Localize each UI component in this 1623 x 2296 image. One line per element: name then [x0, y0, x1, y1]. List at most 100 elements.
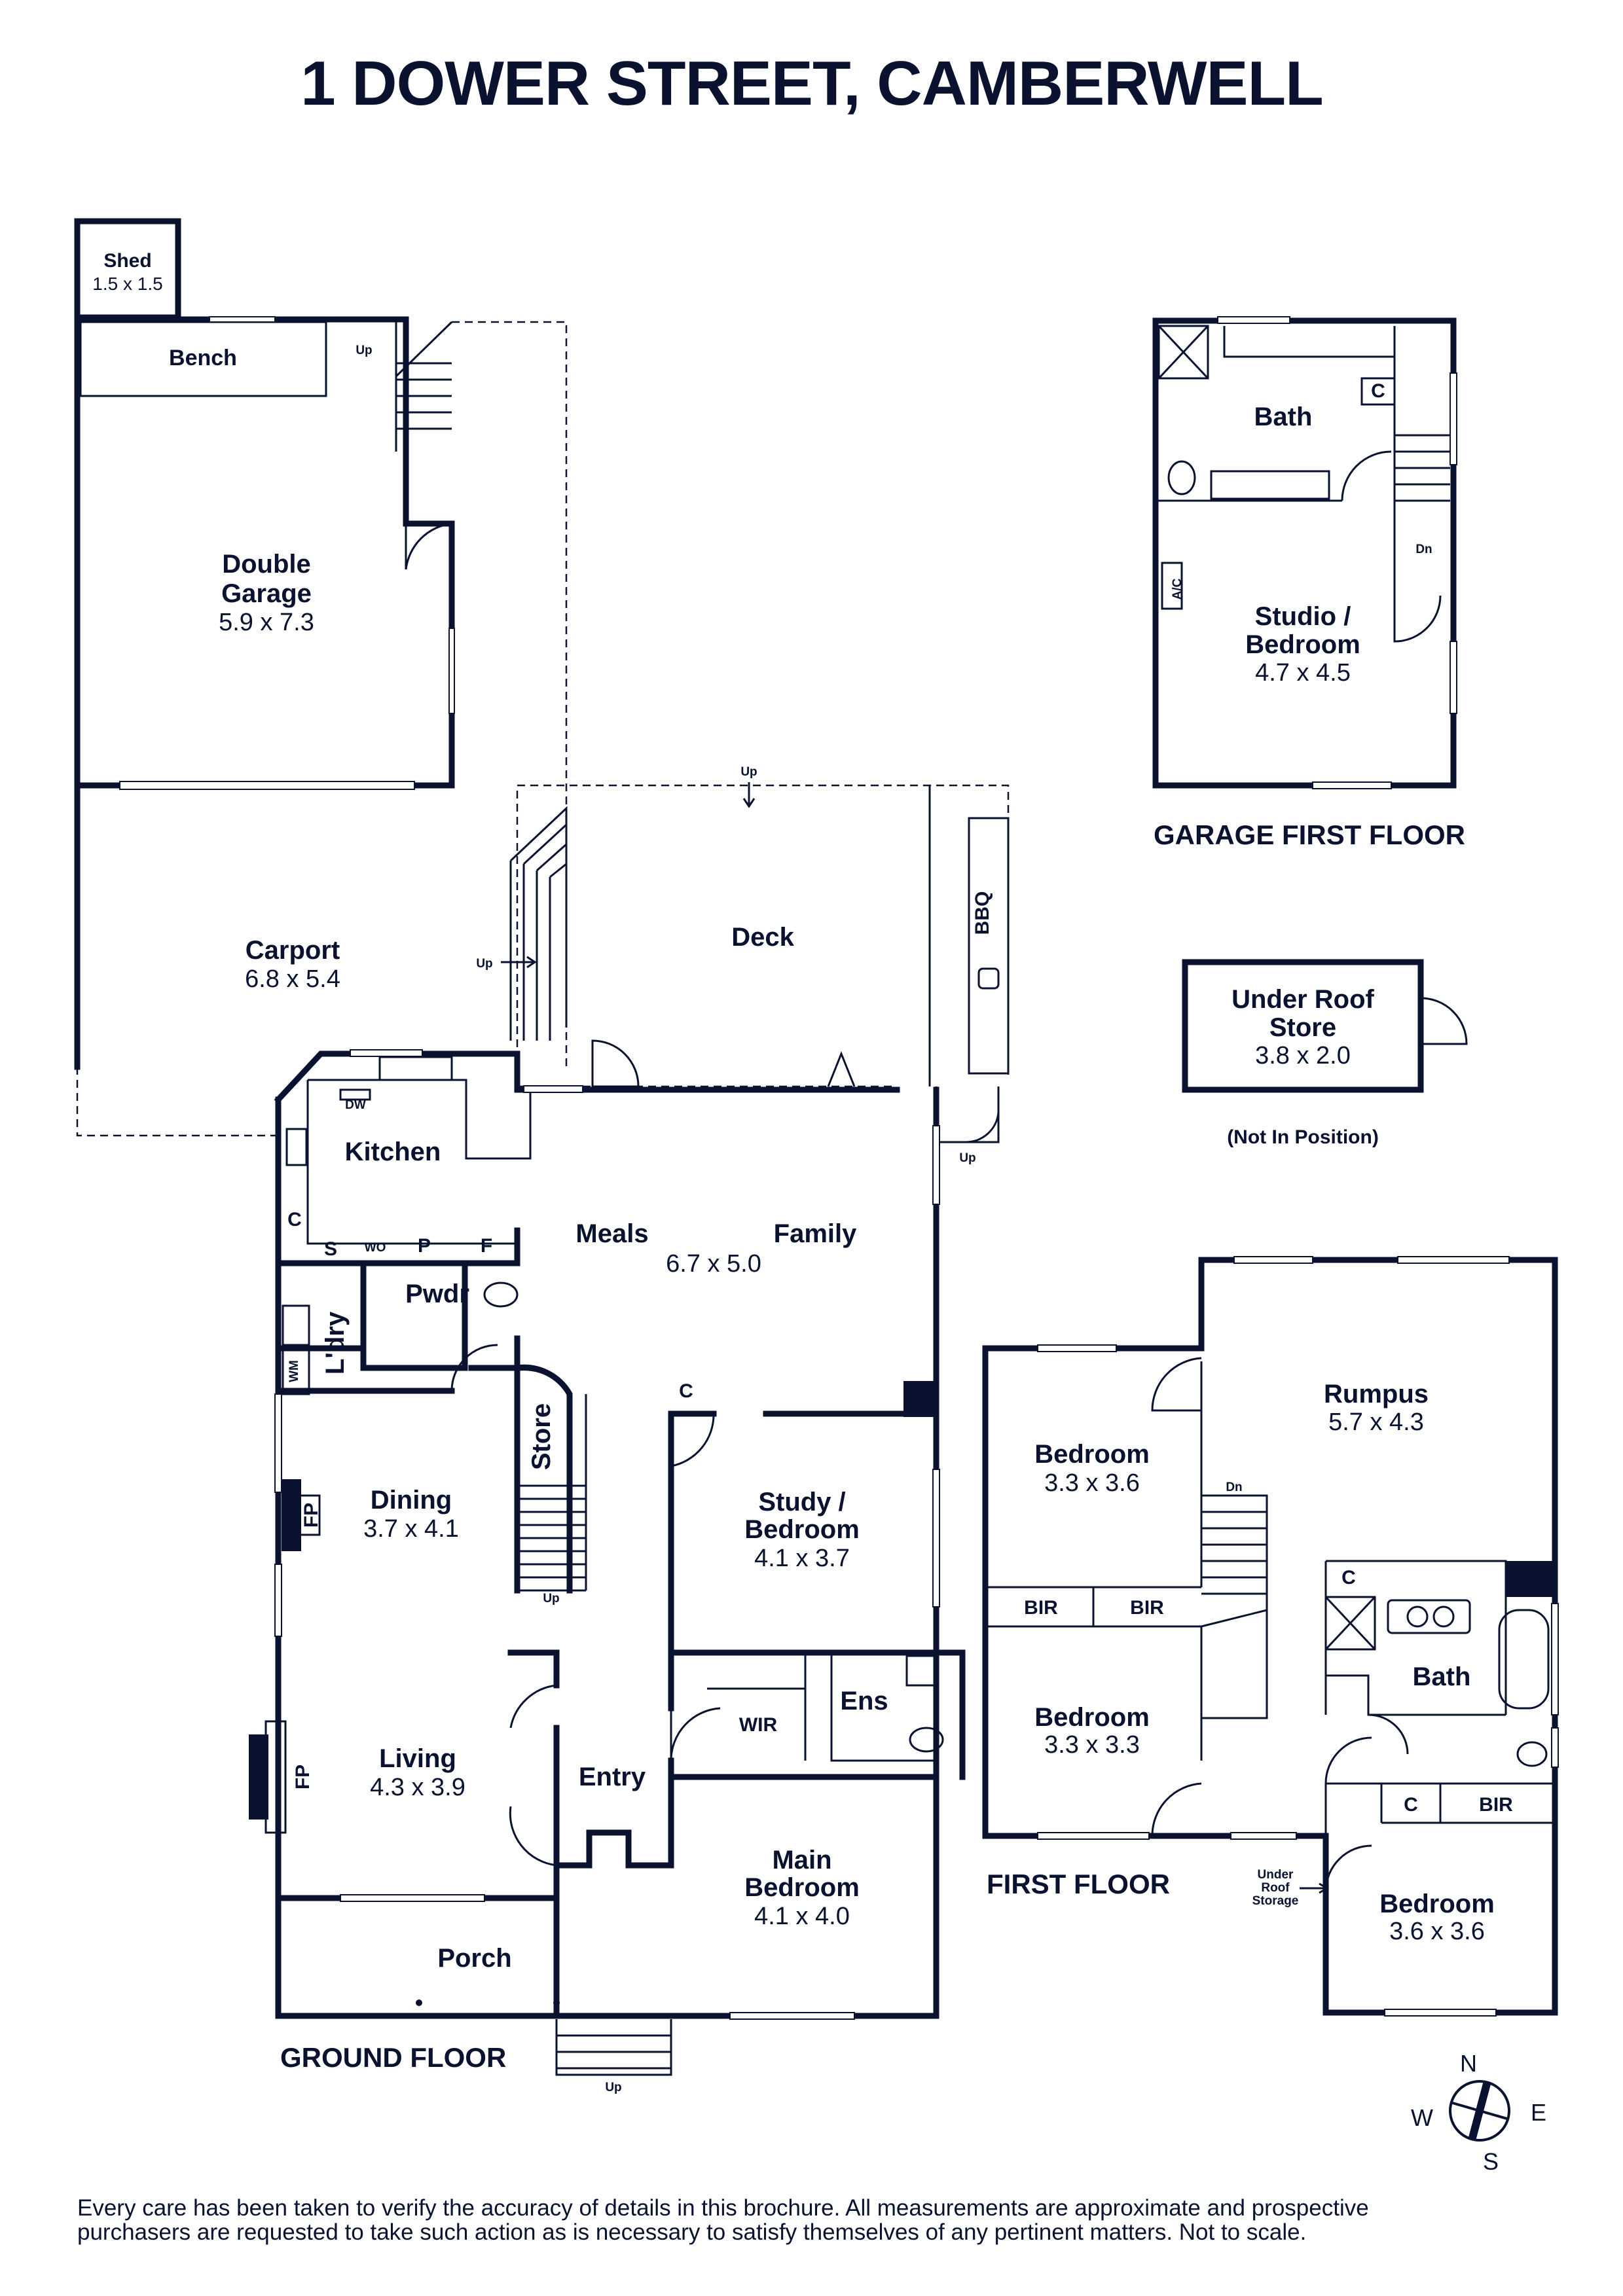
svg-text:Bedroom: Bedroom	[744, 1873, 860, 1902]
svg-text:Bedroom: Bedroom	[744, 1515, 860, 1544]
ac-label: A/C	[1171, 578, 1184, 600]
svg-text:Study /: Study /	[758, 1488, 845, 1516]
up-label: Up	[959, 1151, 976, 1165]
svg-text:Double: Double	[222, 550, 311, 579]
svg-text:Roof: Roof	[1261, 1881, 1290, 1895]
svg-text:4.1 x 4.0: 4.1 x 4.0	[754, 1903, 850, 1930]
wm-label: WM	[287, 1360, 301, 1382]
svg-text:3.3 x 3.6: 3.3 x 3.6	[1044, 1469, 1140, 1497]
not-in-position-note: (Not In Position)	[1227, 1126, 1379, 1148]
c-label: C	[1341, 1567, 1356, 1588]
svg-text:Main: Main	[772, 1846, 831, 1874]
svg-text:Living: Living	[379, 1744, 456, 1773]
svg-text:Bedroom: Bedroom	[1034, 1440, 1150, 1469]
svg-text:N: N	[1460, 2050, 1477, 2077]
first-floor-walls	[982, 1256, 1559, 2017]
disclaimer-line-2: purchasers are requested to take such ac…	[77, 2219, 1306, 2245]
c-label: C	[679, 1380, 693, 1402]
bench-label: Bench	[169, 346, 237, 370]
bbq-label: BBQ	[972, 891, 993, 935]
kitchen-storage-labels: S WO P F	[324, 1235, 492, 1260]
svg-text:P: P	[418, 1235, 431, 1257]
carport-label: Carport 6.8 x 5.4	[245, 936, 340, 993]
main-bedroom-label: Main Bedroom 4.1 x 4.0	[744, 1846, 860, 1930]
rumpus-label: Rumpus 5.7 x 4.3	[1324, 1380, 1429, 1436]
dn-label: Dn	[1226, 1480, 1242, 1494]
under-roof-storage-label: Under Roof Storage	[1252, 1868, 1299, 1908]
up-label: Up	[543, 1592, 559, 1605]
up-arrow-icon	[742, 782, 756, 808]
svg-text:5.9 x 7.3: 5.9 x 7.3	[219, 609, 314, 636]
porch-label: Porch	[437, 1944, 511, 1973]
svg-text:Studio /: Studio /	[1255, 602, 1351, 631]
deck-area	[509, 784, 1010, 1143]
under-roof-store-label: Under Roof Store 3.8 x 2.0	[1231, 985, 1374, 1069]
store-label: Store	[527, 1403, 556, 1470]
bir-label: BIR	[1479, 1794, 1513, 1816]
svg-text:Store: Store	[1269, 1013, 1336, 1042]
arrow-icon	[1300, 1882, 1329, 1894]
svg-text:4.1 x 3.7: 4.1 x 3.7	[754, 1545, 850, 1572]
svg-text:Garage: Garage	[221, 579, 312, 608]
up-arrow-icon	[501, 956, 537, 969]
svg-text:S: S	[324, 1238, 337, 1260]
svg-text:Dining: Dining	[371, 1486, 452, 1515]
svg-text:Shed: Shed	[103, 250, 151, 272]
svg-text:6.7 x 5.0: 6.7 x 5.0	[666, 1250, 761, 1278]
first-floor-label: FIRST FLOOR	[987, 1869, 1170, 1899]
svg-text:Bedroom: Bedroom	[1379, 1890, 1495, 1918]
ground-floor-walls	[249, 1049, 966, 2076]
up-label: Up	[605, 2081, 621, 2094]
fp-label: FP	[292, 1765, 314, 1789]
garage-first-floor-label: GARAGE FIRST FLOOR	[1154, 819, 1465, 850]
svg-text:Meals: Meals	[575, 1219, 648, 1248]
bedroom-1-label: Bedroom 3.3 x 3.6	[1034, 1440, 1150, 1497]
svg-text:Bedroom: Bedroom	[1034, 1703, 1150, 1732]
study-bedroom-label: Study / Bedroom 4.1 x 3.7	[744, 1488, 860, 1572]
up-label: Up	[476, 957, 492, 971]
property-title: 1 DOWER STREET, CAMBERWELL	[301, 48, 1323, 118]
bedroom-3-label: Bedroom 3.6 x 3.6	[1379, 1890, 1495, 1945]
ground-floor-label: GROUND FLOOR	[280, 2042, 506, 2073]
wir-label: WIR	[739, 1714, 778, 1736]
svg-text:3.6 x 3.6: 3.6 x 3.6	[1389, 1918, 1485, 1945]
bedroom-2-label: Bedroom 3.3 x 3.3	[1034, 1703, 1150, 1759]
garage-first-floor-walls	[1152, 316, 1457, 789]
svg-text:4.7 x 4.5: 4.7 x 4.5	[1255, 659, 1351, 687]
svg-text:4.3 x 3.9: 4.3 x 3.9	[370, 1774, 465, 1801]
svg-text:WO: WO	[365, 1241, 386, 1255]
svg-text:E: E	[1531, 2099, 1546, 2126]
svg-text:F: F	[481, 1235, 492, 1257]
up-label: Up	[740, 765, 757, 779]
svg-text:Under: Under	[1258, 1868, 1294, 1882]
bir-label: BIR	[1024, 1597, 1058, 1619]
bir-label: BIR	[1130, 1597, 1164, 1619]
up-label: Up	[356, 344, 372, 357]
svg-text:3.3 x 3.3: 3.3 x 3.3	[1044, 1731, 1140, 1759]
svg-text:Under Roof: Under Roof	[1231, 985, 1374, 1014]
pwdr-label: Pwdr	[405, 1280, 469, 1308]
svg-text:3.8 x 2.0: 3.8 x 2.0	[1255, 1042, 1351, 1069]
garage-bath-label: Bath	[1254, 403, 1313, 431]
dn-label: Dn	[1415, 543, 1432, 556]
c-label: C	[1404, 1794, 1418, 1816]
svg-text:Carport: Carport	[246, 936, 340, 965]
living-label: Living 4.3 x 3.9	[370, 1744, 465, 1801]
svg-text:W: W	[1411, 2104, 1433, 2131]
compass-icon: N E S W	[1411, 2050, 1546, 2175]
svg-text:Bedroom: Bedroom	[1245, 630, 1360, 659]
fp-label: FP	[301, 1503, 322, 1528]
svg-text:Rumpus: Rumpus	[1324, 1380, 1429, 1408]
laundry-label: L'dry	[321, 1311, 350, 1374]
svg-text:S: S	[1483, 2148, 1499, 2175]
kitchen-label: Kitchen	[345, 1138, 441, 1166]
c-label: C	[1371, 380, 1385, 402]
entry-label: Entry	[579, 1763, 646, 1791]
dining-label: Dining 3.7 x 4.1	[363, 1486, 459, 1543]
meals-family-label: Meals Family 6.7 x 5.0	[575, 1219, 857, 1278]
first-bath-label: Bath	[1413, 1662, 1471, 1691]
svg-text:Storage: Storage	[1252, 1894, 1299, 1908]
shed-label: Shed 1.5 x 1.5	[92, 250, 162, 294]
svg-text:1.5 x 1.5: 1.5 x 1.5	[92, 274, 162, 294]
